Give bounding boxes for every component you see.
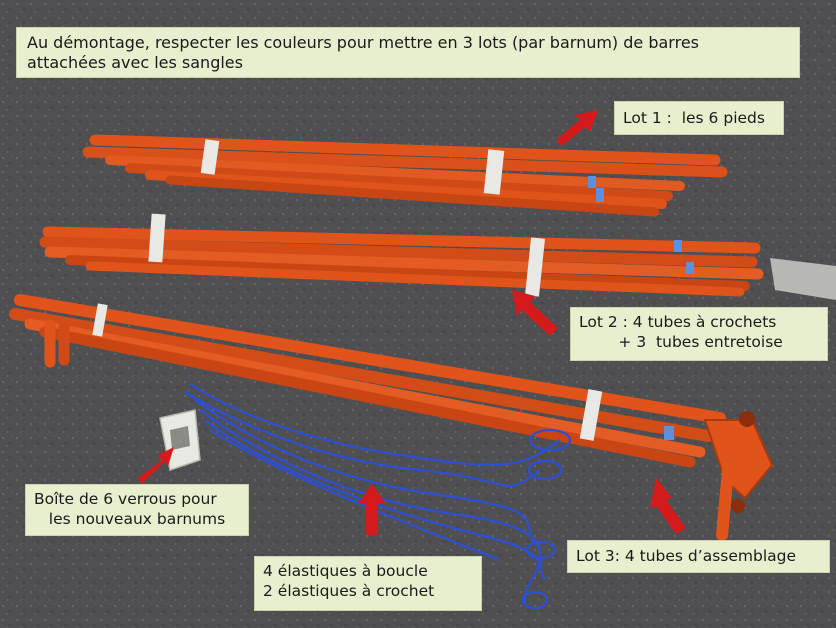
- tape-mark: [686, 262, 694, 274]
- lot1-label: Lot 1 : les 6 pieds: [614, 101, 784, 135]
- strap: [483, 149, 505, 195]
- blue-elastics: [184, 383, 572, 610]
- tape-mark: [588, 176, 596, 188]
- lot2-label: Lot 2 : 4 tubes à crochets + 3 tubes ent…: [570, 307, 828, 361]
- arrow-lot1: [556, 110, 598, 146]
- strap: [579, 389, 603, 441]
- arrow-lot3: [650, 478, 686, 534]
- strap: [200, 139, 220, 175]
- elastics-line-2: 2 élastiques à crochet: [263, 582, 435, 600]
- road-marking: [770, 258, 836, 300]
- arrow-elastics: [358, 484, 386, 535]
- strap: [92, 303, 108, 337]
- lock-box-line-2: les nouveaux barnums: [34, 510, 226, 528]
- title-label: Au démontage, respecter les couleurs pou…: [16, 27, 800, 78]
- strap: [148, 213, 166, 263]
- lock-box-label: Boîte de 6 verrous pour les nouveaux bar…: [25, 484, 249, 536]
- lot2-poles: [39, 213, 764, 297]
- elastics-line-1: 4 élastiques à boucle: [263, 562, 428, 580]
- title-line-2: attachées avec les sangles: [27, 53, 243, 72]
- red-arrows: [138, 110, 686, 535]
- lot2-line-1: Lot 2 : 4 tubes à crochets: [579, 313, 777, 331]
- tape-mark: [664, 426, 674, 440]
- lot1-poles: [82, 134, 728, 217]
- tape-mark: [674, 240, 682, 252]
- lot1-text: Lot 1 : les 6 pieds: [623, 109, 765, 127]
- tape-mark: [596, 188, 604, 202]
- lot3-label: Lot 3: 4 tubes d’assemblage: [567, 540, 830, 573]
- lot3-text: Lot 3: 4 tubes d’assemblage: [576, 547, 796, 565]
- elastics-label: 4 élastiques à boucle 2 élastiques à cro…: [254, 556, 482, 611]
- lot2-line-2: + 3 tubes entretoise: [579, 333, 783, 351]
- lot3-poles: [9, 294, 774, 541]
- arrow-lock: [138, 447, 174, 484]
- strap: [525, 237, 545, 297]
- arrow-lot2: [512, 290, 558, 336]
- lock-box-line-1: Boîte de 6 verrous pour: [34, 490, 217, 508]
- title-line-1: Au démontage, respecter les couleurs pou…: [27, 33, 700, 52]
